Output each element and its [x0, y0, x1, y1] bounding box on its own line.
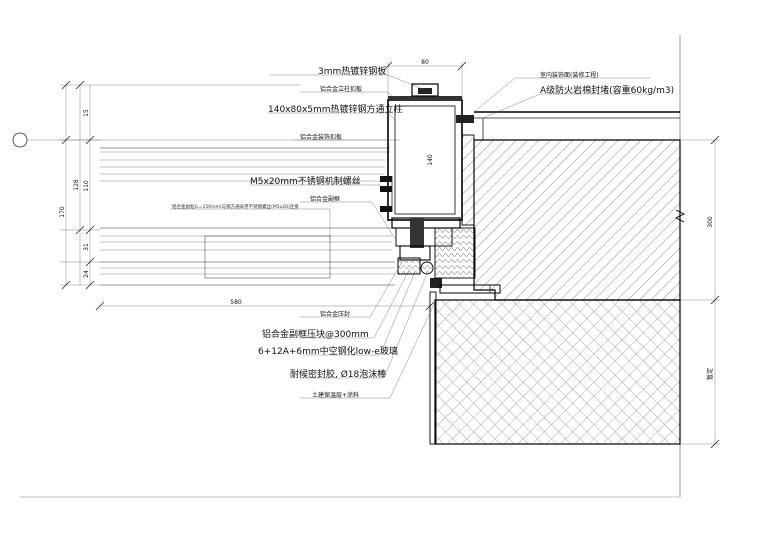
bottom-dimension — [95, 301, 435, 311]
glass-unit-lines — [100, 147, 395, 286]
label-pressure-plate: 铝合金副框压块@300mm — [262, 328, 369, 340]
dim-left-overall: 170 — [59, 206, 66, 218]
fixing-bracket — [456, 111, 680, 226]
label-interior-finish: 室内装饰面(装修工程) — [540, 71, 599, 79]
label-insulation-finish: 土建保温层+涂料 — [312, 391, 359, 399]
label-alu-bead: 铝合金压封 — [320, 310, 350, 318]
dim-left-d: 31 — [83, 243, 90, 251]
dim-bottom-length: 580 — [230, 299, 242, 306]
top-dimension — [383, 61, 467, 100]
dim-left-b: 128 — [73, 179, 80, 191]
bolt-group — [380, 176, 393, 212]
label-fireproof: A级防火岩棉封堵(容重60kg/m3) — [540, 84, 674, 96]
dim-top-width: 80 — [421, 59, 429, 66]
label-tiny-note: 铝合金副框(L=150mm)与钢方通采用不锈钢螺丝(M5x20)连接 — [172, 203, 299, 210]
label-steel-tube: 140x80x5mm热镀锌钢方通立柱 — [268, 103, 403, 115]
dim-left-a: 15 — [83, 109, 90, 117]
dim-right-lower: 暂定 — [706, 368, 714, 380]
dim-left-c: 110 — [83, 180, 90, 192]
label-mullion-cover: 铝合金立柱扣板 — [320, 85, 362, 93]
leader-lines-left — [170, 74, 426, 241]
aluminium-frame-assembly — [391, 217, 461, 288]
right-dimension-chain — [680, 135, 720, 449]
label-steel-plate: 3mm热镀锌钢板 — [318, 65, 386, 77]
leader-lines-right — [473, 77, 650, 119]
label-bolt: M5x20mm不锈钢机制螺丝 — [250, 175, 361, 187]
label-glass: 6+12A+6mm中空钢化low-e玻璃 — [258, 345, 398, 357]
fireproof-rock-wool — [434, 227, 476, 279]
dim-left-e: 24 — [83, 270, 90, 278]
concrete-slab — [439, 139, 681, 301]
label-alu-angle: 铝合金副框 — [310, 195, 340, 203]
masonry-wall — [429, 291, 681, 445]
label-sealant: 耐候密封胶, Ø18泡沫棒 — [290, 368, 386, 380]
break-line-icon — [674, 209, 686, 223]
left-dimension-chain — [60, 80, 300, 290]
label-cover-plate: 铝合金装饰扣板 — [300, 133, 342, 141]
dim-tube-depth: 140 — [427, 154, 434, 166]
dim-right-upper: 300 — [707, 216, 714, 228]
leader-lines-bottom — [300, 261, 437, 399]
